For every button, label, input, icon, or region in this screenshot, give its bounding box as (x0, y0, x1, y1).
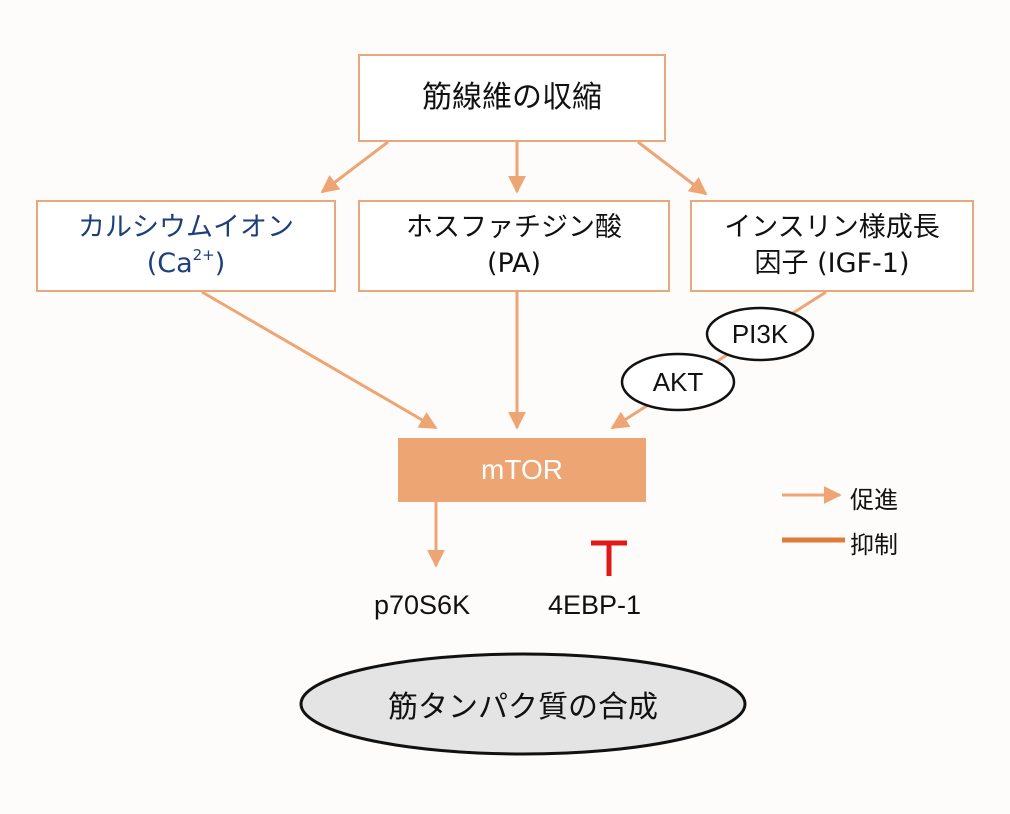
node-pa-line1: ホスファチジン酸 (406, 212, 622, 243)
node-muscle-contraction: 筋線維の収縮 (358, 54, 666, 142)
calcium-close-paren: ) (214, 248, 226, 279)
result-ellipse (299, 652, 747, 756)
legend-inhibit-label: 抑制 (850, 531, 898, 559)
node-igf1-line2: 因子 (IGF-1) (754, 248, 910, 279)
result-protein-synthesis: 筋タンパク質の合成 (388, 690, 658, 725)
node-muscle-contraction-label: 筋線維の収縮 (422, 80, 602, 115)
node-calcium-line2: (Ca2+) (147, 246, 226, 282)
node-igf1-line1: インスリン様成長 (724, 212, 940, 243)
legend-promote-label: 促進 (850, 486, 898, 514)
calcium-charge: 2+ (192, 246, 215, 264)
node-calcium-line1: カルシウムイオン (78, 212, 294, 243)
node-igf1: インスリン様成長 因子 (IGF-1) (690, 200, 974, 292)
calcium-formula: (Ca (146, 248, 193, 279)
target-4ebp1: 4EBP-1 (548, 590, 642, 620)
akt-ellipse (620, 352, 736, 412)
node-phosphatidic-acid: ホスファチジン酸 (PA) (358, 200, 670, 292)
arrow-calcium-to-mtor (201, 290, 438, 430)
node-mtor-label: mTOR (481, 454, 563, 485)
node-mtor: mTOR (398, 438, 646, 502)
arrow-contraction-to-calcium (320, 140, 389, 194)
pi3k-label: PI3K (731, 318, 789, 349)
node-calcium-ion: カルシウムイオン (Ca2+) (36, 200, 336, 292)
node-pa-line2: (PA) (486, 248, 542, 279)
arrow-contraction-to-igf1 (637, 140, 708, 196)
akt-label: AKT (652, 366, 704, 397)
target-p70s6k: p70S6K (374, 590, 471, 620)
pi3k-ellipse (705, 306, 815, 362)
